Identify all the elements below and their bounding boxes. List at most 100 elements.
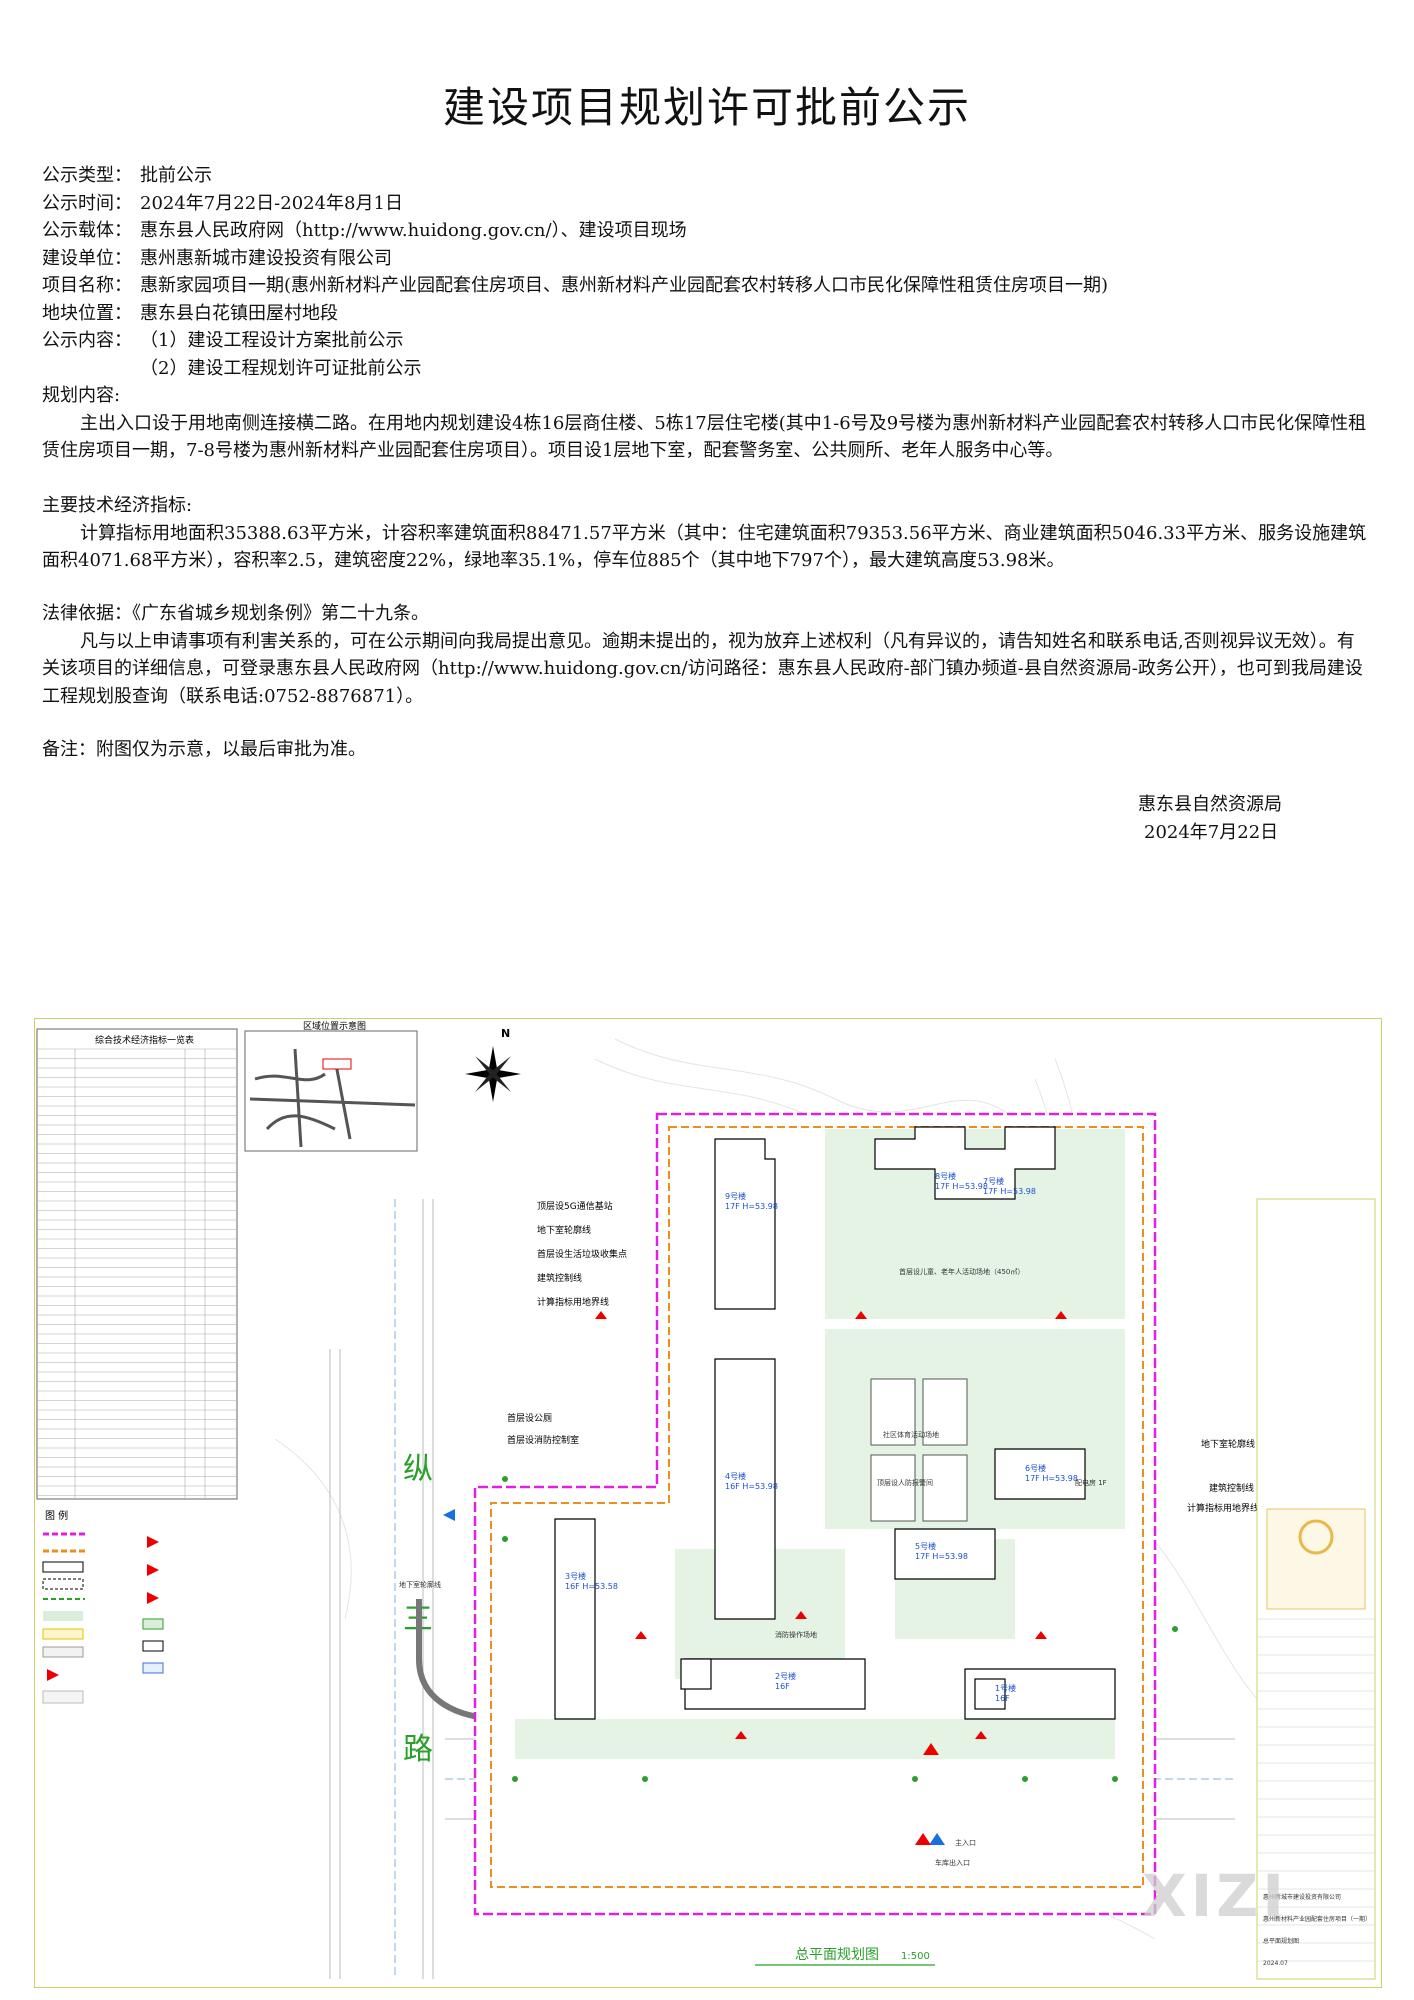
plan-label: 车库出入口 xyxy=(935,1858,970,1867)
title-block-line: 惠州新材料产业园配套住房项目（一期） xyxy=(1263,1915,1371,1923)
meta-key: 公示时间： xyxy=(42,192,132,214)
title-block-line: 2024.07 xyxy=(1263,1960,1288,1967)
sports-courts xyxy=(870,1378,968,1522)
meta-value: 惠新家园项目一期(惠州新材料产业园配套住房项目、惠州新材料产业园配套农村转移人口… xyxy=(140,275,1109,296)
building-name: 5号楼 xyxy=(915,1541,936,1551)
callout-left: 首层设生活垃圾收集点 xyxy=(537,1248,627,1260)
location-map-roads xyxy=(249,1048,416,1148)
callout-left: 地下室轮廓线 xyxy=(537,1224,591,1236)
building-info: 16F xyxy=(995,1694,1010,1703)
building-info: 17F H=53.98 xyxy=(1025,1474,1078,1483)
fire-markers xyxy=(595,1311,1067,1739)
remark-section: 备注：附图仅为示意，以最后审批为准。 xyxy=(42,736,1372,764)
plan-label: 主入口 xyxy=(955,1838,976,1847)
legend-title: 图 例 xyxy=(45,1509,68,1522)
building-info: 16F H=53.58 xyxy=(565,1582,618,1591)
meta-value: 惠东县白花镇田屋村地段 xyxy=(140,302,338,324)
drawing-scale: 1:500 xyxy=(901,1951,930,1962)
site-plan-svg: 综合技术经济指标一览表 图 例 区域位置示意图 xyxy=(36,1020,1376,1980)
callout-right: 计算指标用地界线 xyxy=(1187,1502,1259,1514)
location-map-title: 区域位置示意图 xyxy=(303,1020,366,1032)
sign-date: 2024年7月22日 xyxy=(1144,822,1279,843)
building-name: 4号楼 xyxy=(725,1471,746,1481)
callout-left: 顶层设5G通信基站 xyxy=(537,1200,613,1212)
meta-row: 公示类型： 批前公示 xyxy=(42,162,1372,190)
legend-items xyxy=(42,1532,164,1704)
buildings xyxy=(554,1126,1116,1720)
meta-row: 地块位置： 惠东县白花镇田屋村地段 xyxy=(42,300,1372,328)
building-info: 17F H=53.98 xyxy=(983,1187,1036,1196)
entrance-marker xyxy=(923,1743,939,1755)
meta-value: 2024年7月22日-2024年8月1日 xyxy=(140,192,403,214)
meta-key: 地块位置： xyxy=(42,302,132,324)
meta-value: 批前公示 xyxy=(140,165,212,186)
meta-row: 公示内容： （1）建设工程设计方案批前公示 xyxy=(42,327,1372,355)
title-block-rows xyxy=(1257,1618,1375,1962)
tree-markers xyxy=(502,1476,1178,1782)
road-vertical xyxy=(329,1199,434,1979)
page-title: 建设项目规划许可批前公示 xyxy=(442,83,971,132)
seal-stamp xyxy=(1266,1508,1366,1610)
title-block-text: 惠州新城市建设投资有限公司惠州新材料产业园配套住房项目（一期）总平面规划图202… xyxy=(1263,1893,1371,1967)
callout-left: 计算指标用地界线 xyxy=(537,1296,609,1308)
meta-value: （1）建设工程设计方案批前公示 xyxy=(140,330,404,351)
indicators-section: 主要技术经济指标: 计算指标用地面积35388.63平方米，计容积率建筑面积88… xyxy=(42,492,1372,575)
building-name: 7号楼 xyxy=(983,1176,1004,1186)
tech-table-rows xyxy=(37,1048,237,1496)
meta-row: 项目名称：惠新家园项目一期(惠州新材料产业园配套住房项目、惠州新材料产业园配套农… xyxy=(42,272,1372,300)
location-map-frame xyxy=(244,1030,418,1152)
plan-label: 地下室轮廓线 xyxy=(399,1580,441,1589)
plan-label: 配电房 1F xyxy=(1075,1478,1107,1487)
meta-row: 公示时间： 2024年7月22日-2024年8月1日 xyxy=(42,190,1372,218)
drawing-title: 总平面规划图 xyxy=(795,1947,879,1963)
meta-key: 公示载体： xyxy=(42,220,132,241)
callout-mid: 首层设消防控制室 xyxy=(507,1434,579,1446)
indicators-text: 计算指标用地面积35388.63平方米，计容积率建筑面积88471.57平方米（… xyxy=(42,522,1367,572)
building-control-line xyxy=(490,1126,1144,1888)
law-section: 法律依据：《广东省城乡规划条例》第二十九条。 凡与以上申请事项有利害关系的，可在… xyxy=(42,600,1372,710)
signer: 惠东县自然资源局 xyxy=(1138,794,1282,815)
meta-value: 惠东县人民政府网（http://www.huidong.gov.cn/）、建设项… xyxy=(140,220,687,241)
callout-left: 建筑控制线 xyxy=(537,1272,582,1284)
meta-key: 公示类型： xyxy=(42,165,132,186)
road-vertical-char-3: 路 xyxy=(403,1732,433,1767)
callout-right: 地下室轮廓线 xyxy=(1201,1438,1255,1450)
building-info: 17F H=53.98 xyxy=(725,1202,778,1211)
meta-key: 公示内容： xyxy=(42,330,132,351)
building-info: 16F H=53.98 xyxy=(725,1482,778,1491)
north-arrow-icon xyxy=(465,1046,521,1102)
building-name: 3号楼 xyxy=(565,1571,586,1581)
tech-table-border xyxy=(36,1028,238,1500)
building-name: 2号楼 xyxy=(775,1671,796,1681)
callout-mid: 首层设公厕 xyxy=(507,1412,552,1424)
plan-heading: 规划内容: xyxy=(42,385,121,406)
meta-value: 惠州惠新城市建设投资有限公司 xyxy=(140,247,392,269)
notice-meta: 公示类型： 批前公示 公示时间： 2024年7月22日-2024年8月1日 公示载体… xyxy=(42,162,1372,382)
plan-label: 消防操作场地 xyxy=(775,1630,817,1639)
plan-label: 社区体育活动场地 xyxy=(883,1430,939,1439)
title-block-line: 惠州新城市建设投资有限公司 xyxy=(1263,1893,1341,1901)
plan-content-section: 规划内容: 主出入口设于用地南侧连接横二路。在用地内规划建设4栋16层商住楼、5… xyxy=(42,382,1372,465)
building-info: 17F H=53.98 xyxy=(935,1182,988,1191)
entrance-marker xyxy=(929,1833,945,1845)
plan-text: 主出入口设于用地南侧连接横二路。在用地内规划建设4栋16层商住楼、5栋17层住宅… xyxy=(42,412,1367,462)
meta-row: 公示载体： 惠东县人民政府网（http://www.huidong.gov.cn/… xyxy=(42,217,1372,245)
entrance-marker xyxy=(443,1509,455,1521)
plan-label: 顶层设人防报警间 xyxy=(877,1478,933,1487)
building-info: 16F xyxy=(775,1682,790,1691)
content-item-2: （2）建设工程规划许可证批前公示 xyxy=(140,357,422,379)
building-name: 1号楼 xyxy=(995,1683,1016,1693)
plan-label: 首层设儿童、老年人活动场地（450㎡） xyxy=(899,1267,1024,1276)
building-info: 17F H=53.98 xyxy=(915,1552,968,1561)
meta-row: 建设单位：惠州惠新城市建设投资有限公司 xyxy=(42,245,1372,273)
callout-right: 建筑控制线 xyxy=(1209,1482,1254,1494)
north-label: N xyxy=(501,1027,510,1040)
watermark-logo: XIZI xyxy=(1142,1862,1288,1930)
building-name: 8号楼 xyxy=(935,1171,956,1181)
entrance-marker xyxy=(915,1833,931,1845)
